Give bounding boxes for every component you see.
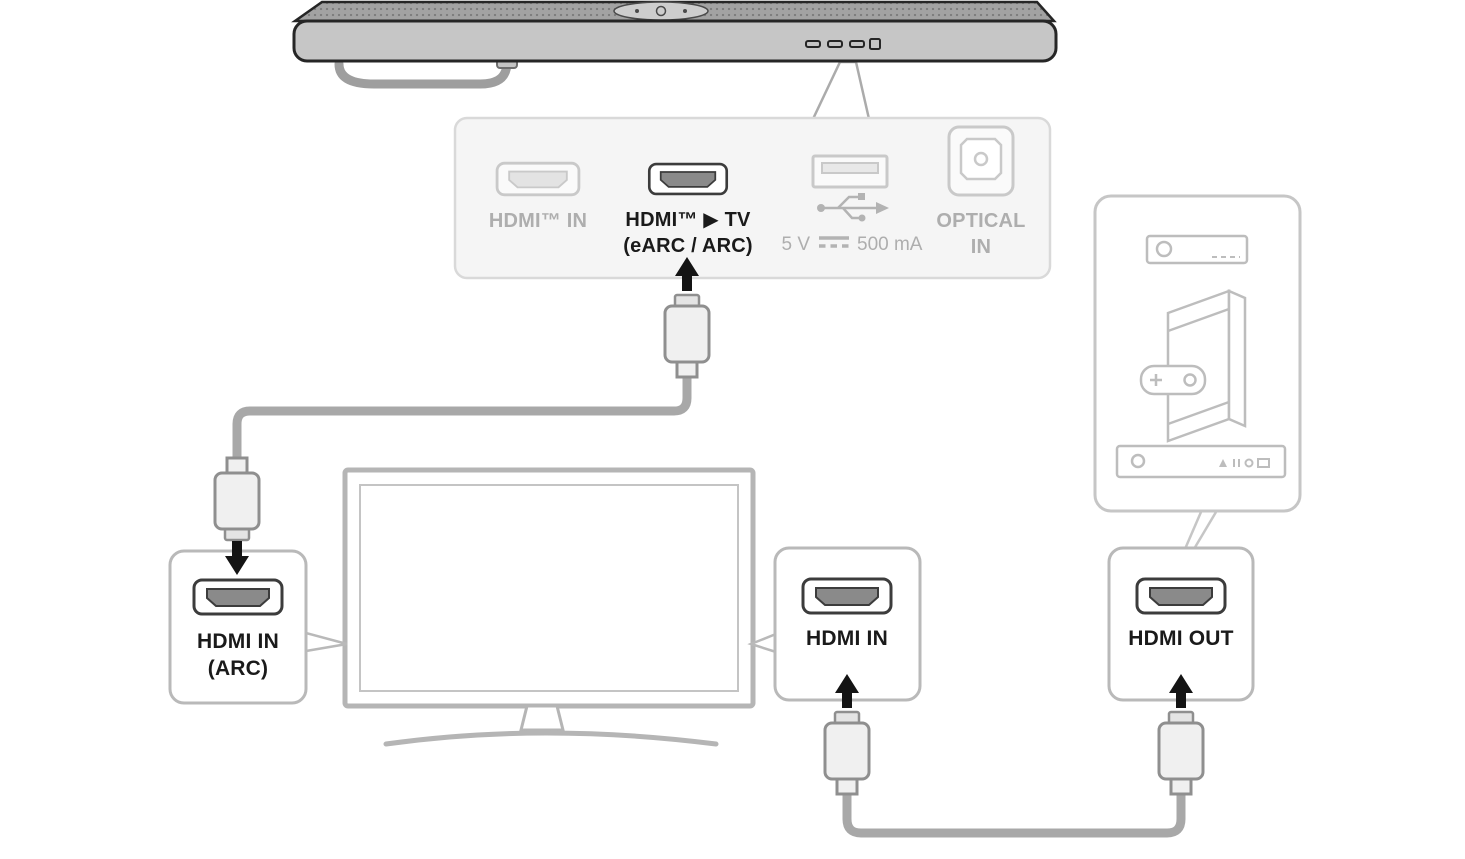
hdmi-in-port-icon bbox=[495, 161, 581, 197]
hdmi-cable-device-to-tv bbox=[842, 787, 1186, 838]
hdmi-in-arc-label-line1: HDMI IN bbox=[197, 630, 279, 653]
tv-screen bbox=[359, 484, 739, 692]
hdmi-tv-port-icon bbox=[647, 162, 729, 196]
soundbar-callout-wedge bbox=[811, 60, 871, 121]
tv-hdmi-in-label: HDMI IN bbox=[806, 627, 888, 650]
device-hdmi-out-port-icon bbox=[1135, 577, 1227, 615]
optical-port-icon bbox=[947, 125, 1015, 197]
hdmi-in-arc-label-line2: (ARC) bbox=[208, 657, 268, 680]
tv-stand-neck bbox=[519, 704, 565, 732]
soundbar-front-face bbox=[292, 19, 1058, 63]
power-cable bbox=[334, 57, 512, 89]
tv-hdmi-in-arc-box: HDMI IN (ARC) bbox=[168, 549, 308, 705]
hdmi-plug-to-device-out bbox=[1157, 710, 1205, 796]
hdmi-in-arc-port-icon bbox=[192, 578, 284, 616]
device-hdmi-out-box: HDMI OUT bbox=[1107, 546, 1255, 702]
soundbar bbox=[291, 0, 1058, 89]
usb-port-icon bbox=[811, 154, 889, 189]
device-callout-wedge bbox=[1183, 511, 1218, 550]
hdmi-plug-to-tv-in bbox=[823, 710, 871, 796]
soundbar-control-panel bbox=[613, 1, 709, 21]
hdmi-tv-port-sublabel: (eARC / ARC) bbox=[623, 235, 752, 257]
tv-hdmi-in-port-icon bbox=[801, 577, 893, 615]
device-hdmi-out-label: HDMI OUT bbox=[1128, 627, 1233, 650]
tv-left-callout-wedge bbox=[304, 631, 348, 653]
optical-port-label-line2: IN bbox=[971, 236, 991, 258]
set-top-box-icon bbox=[1145, 234, 1249, 265]
usb-voltage-label: 5 V bbox=[781, 234, 810, 255]
hdmi-cable-soundbar-to-tv bbox=[232, 371, 692, 465]
tv-stand-base bbox=[383, 730, 719, 747]
ports-panel-background bbox=[453, 116, 1052, 280]
tv bbox=[342, 467, 756, 747]
hdmi-in-port-label: HDMI™ IN bbox=[489, 210, 587, 232]
usb-symbol-icon bbox=[817, 193, 889, 222]
soundbar-ports-panel: HDMI™ IN HDMI™ ▶ TV (eARC / ARC) 5 V 500… bbox=[453, 116, 1052, 280]
bluray-player-icon bbox=[1115, 444, 1287, 479]
usb-current-label: 500 mA bbox=[857, 234, 923, 255]
hdmi-plug-to-soundbar bbox=[663, 293, 711, 379]
tv-hdmi-in-box: HDMI IN bbox=[773, 546, 922, 702]
optical-port-label-line1: OPTICAL bbox=[936, 210, 1025, 232]
source-devices-panel bbox=[1093, 194, 1302, 550]
hdmi-plug-to-tv-arc bbox=[213, 456, 261, 542]
soundbar-rear-ports-icon bbox=[805, 38, 881, 50]
dc-symbol-icon bbox=[819, 236, 849, 248]
hdmi-tv-port-label: HDMI™ ▶ TV bbox=[625, 209, 751, 231]
game-console-icon bbox=[1139, 289, 1247, 443]
